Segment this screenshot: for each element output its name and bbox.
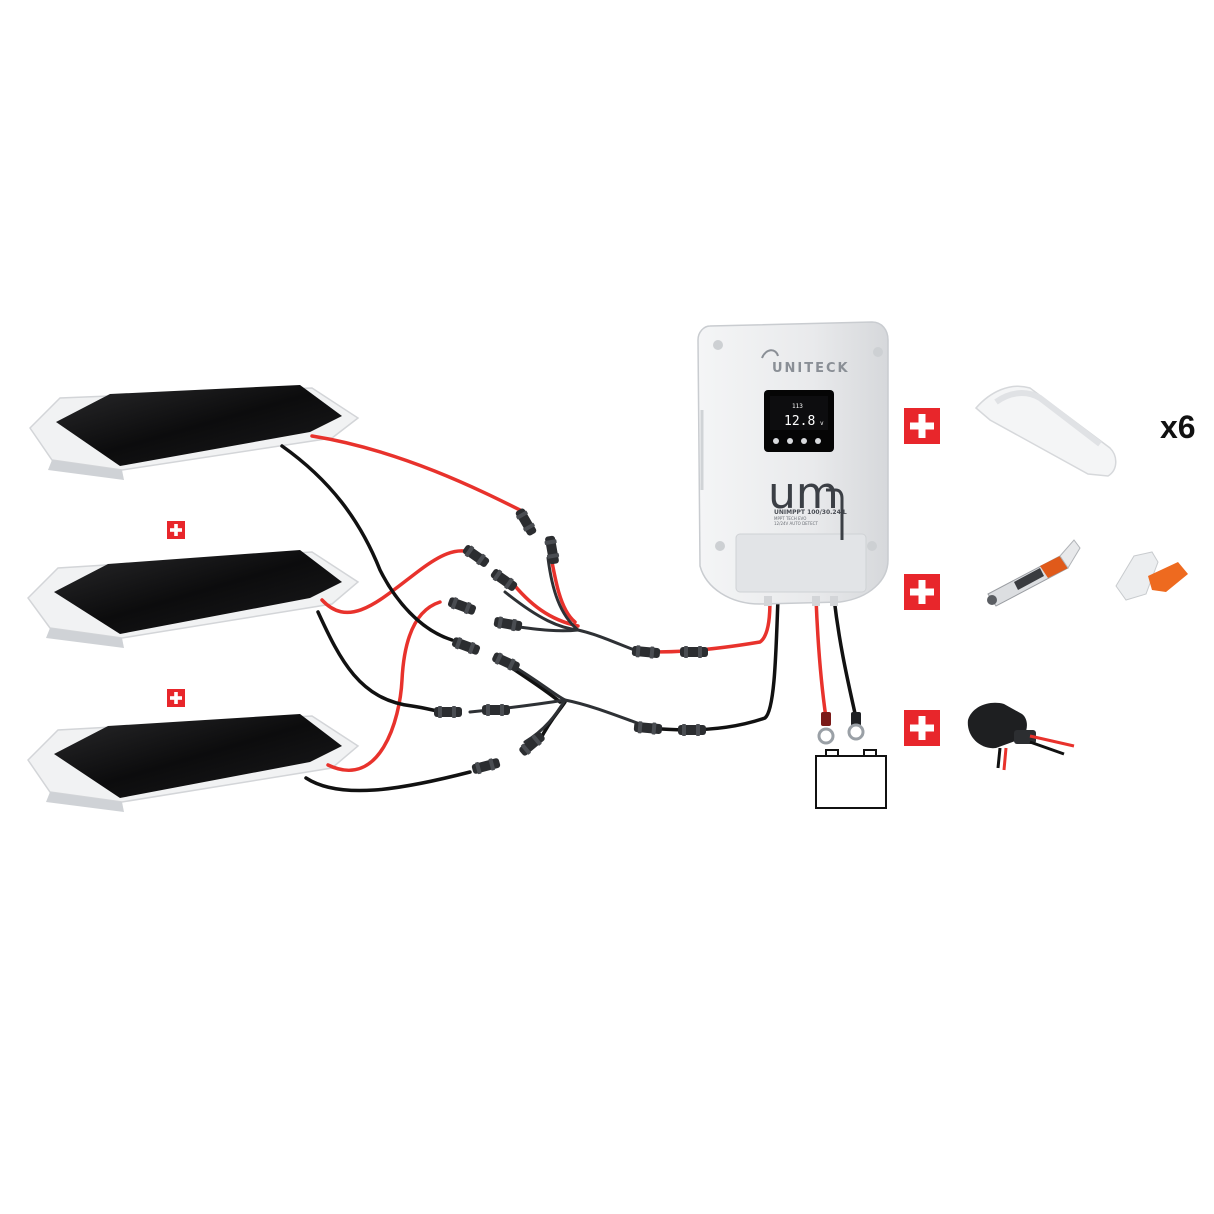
mc4-connector	[490, 650, 522, 674]
mc4-connector	[633, 720, 663, 736]
battery-cables	[814, 596, 858, 720]
down-button[interactable]	[801, 438, 807, 444]
mc4-connector	[631, 644, 661, 660]
solar-panel-2	[27, 550, 360, 648]
plus-icon	[904, 710, 940, 746]
mc4-connector	[434, 706, 462, 718]
product-logo: um	[768, 468, 839, 519]
battery-icon	[815, 749, 887, 809]
mc4-connector	[513, 506, 539, 538]
feature-line-1: MPPT TECH EVO	[774, 516, 806, 521]
mc4-connector	[470, 756, 502, 776]
mounts-quantity: x6	[1160, 409, 1196, 445]
plus-icon	[904, 574, 940, 610]
logo-tail	[826, 488, 844, 540]
plus-icon	[167, 689, 185, 707]
brand-logo: UNITECK	[772, 361, 850, 376]
brand-swoosh	[761, 349, 779, 359]
plus-icon	[167, 521, 185, 539]
feature-line-2: 12/24V AUTO DETECT	[774, 521, 818, 526]
mc4-connector	[493, 615, 523, 633]
charge-controller: UNITECK 113 12.8 v um UNIMPPT 100/30.24 …	[697, 321, 889, 606]
roof-cable-entry	[967, 702, 1075, 771]
model-name: UNIMPPT 100/30.24 L	[774, 509, 847, 516]
mc4-connector	[482, 704, 510, 716]
menu-button[interactable]	[773, 438, 779, 444]
up-button[interactable]	[787, 438, 793, 444]
mc4-connector	[489, 567, 519, 593]
branch-cables	[468, 556, 642, 744]
mc4-connector	[450, 635, 482, 657]
ring-terminal	[847, 712, 865, 741]
solar-panel-3	[27, 714, 360, 812]
ring-terminal	[817, 712, 835, 745]
mc4-connector	[461, 543, 491, 569]
set-button[interactable]	[815, 438, 821, 444]
mounting-profile	[974, 385, 1117, 477]
lcd-voltage: 12.8	[784, 414, 815, 429]
lcd-display: 113 12.8 v	[764, 390, 834, 452]
plus-icon	[904, 408, 940, 444]
solar-panel-1	[29, 385, 360, 480]
lcd-unit: v	[820, 420, 824, 427]
mc4-connector	[678, 724, 706, 736]
cable-gland	[1115, 551, 1188, 601]
lcd-small-reading: 113	[792, 403, 803, 410]
mc4-connector	[680, 646, 708, 658]
mc4-connector	[543, 535, 561, 565]
mc4-connector	[517, 730, 547, 758]
mc4-connector	[446, 595, 478, 617]
sealant-tube	[987, 539, 1081, 607]
